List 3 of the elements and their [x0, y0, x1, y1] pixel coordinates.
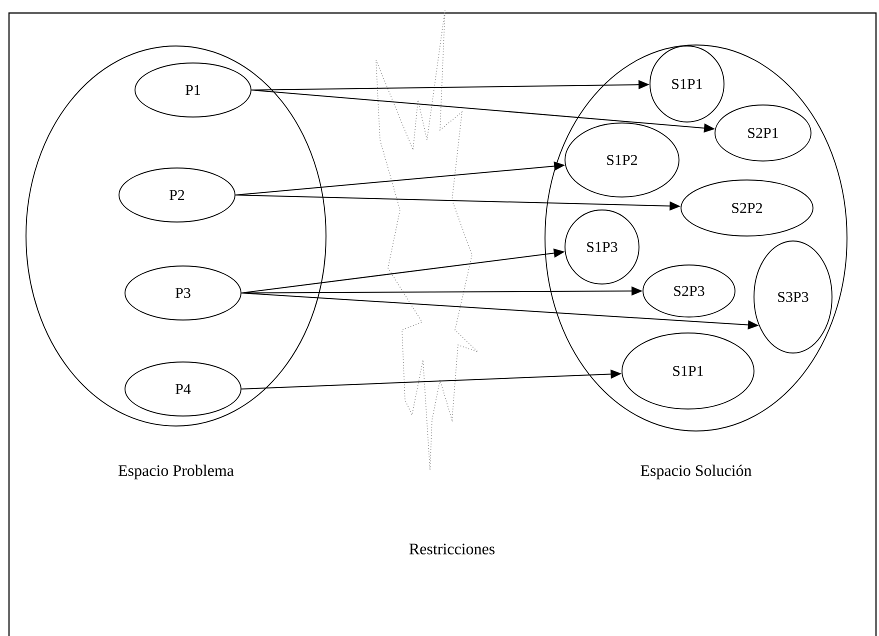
- space-heading: Espacio Solución: [640, 464, 752, 480]
- restriction-label: Restricciones: [409, 544, 495, 554]
- space-heading: Espacio Problema: [118, 464, 234, 480]
